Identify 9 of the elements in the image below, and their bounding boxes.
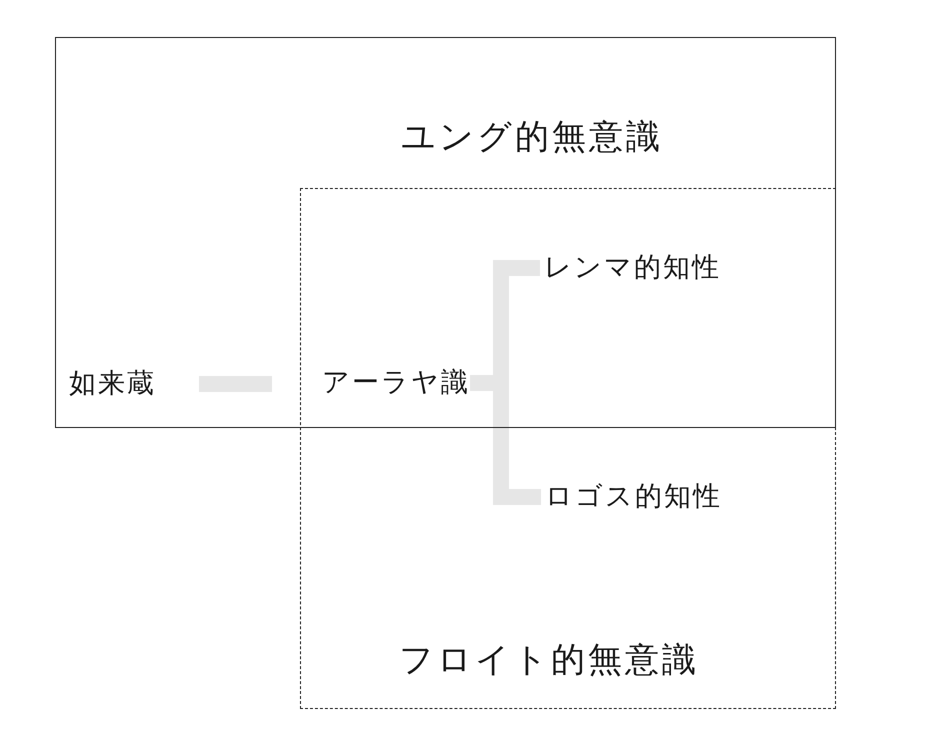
term-label: レンマ的知性 — [540, 250, 760, 286]
connector-bar — [199, 376, 272, 392]
term-label: ロゴス的知性 — [541, 479, 761, 515]
region-title: フロイト的無意識 — [399, 639, 699, 682]
term-label: アーラヤ識 — [272, 365, 470, 401]
region-title: ユング的無意識 — [401, 116, 663, 159]
region-box — [55, 37, 836, 428]
term-label: 如来蔵 — [69, 366, 199, 402]
dashed-region-box — [300, 188, 836, 709]
